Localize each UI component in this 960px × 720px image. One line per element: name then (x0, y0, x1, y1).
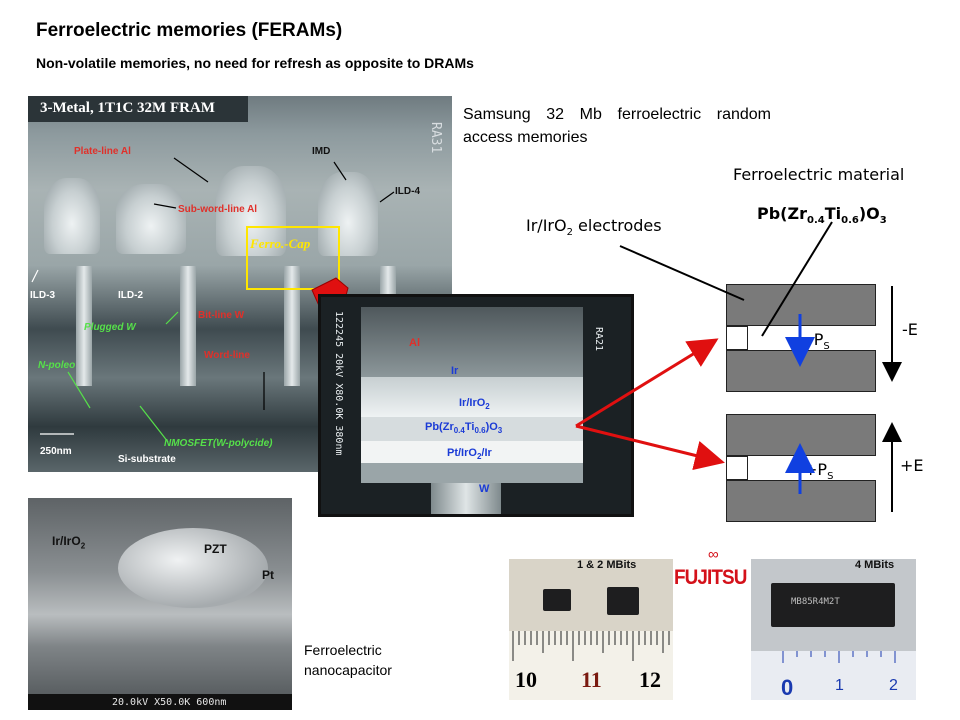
n-poleo-label: N-poleo (38, 360, 76, 371)
nano-info-bar (28, 694, 292, 710)
ruler-label-10: 10 (515, 667, 537, 692)
neg-polarization-label: -PS (808, 330, 830, 353)
bottom-electrode-upper (726, 414, 876, 456)
top-ferro-layer (726, 326, 748, 350)
ild2-label: ILD-2 (118, 290, 143, 301)
electrodes-label: Ir/IrO2 electrodes (526, 216, 662, 239)
plate-line-label: Plate-line Al (74, 146, 131, 157)
word-line-label: Word-line (204, 350, 250, 361)
ferro-capacitor-zoom-image: 122245 20kV X80.0K 380nm RA21 Al Ir Ir/I… (318, 294, 634, 517)
cap-structure (318, 172, 378, 256)
al-label: Al (409, 337, 420, 349)
si-substrate-label: Si-substrate (118, 454, 176, 465)
ferroelectric-material-label: Ferroelectric material (733, 165, 905, 184)
micrograph-banner (28, 96, 248, 122)
micrograph-side-code: RA31 (428, 122, 443, 154)
ruler-label-2: 2 (889, 677, 898, 694)
cap-structure (216, 166, 286, 256)
plug-pillar (76, 266, 92, 386)
ferro-cap-box (246, 226, 340, 290)
cap-structure (116, 184, 186, 254)
al-layer (361, 307, 583, 377)
ir-iro2-label: Ir/IrO2 (459, 397, 490, 412)
micrograph-banner-text: 3-Metal, 1T1C 32M FRAM (40, 100, 215, 116)
ild3-label: ILD-3 (30, 290, 55, 301)
page-title: Ferroelectric memories (FERAMs) (36, 20, 343, 41)
fram-cross-section-image: 3-Metal, 1T1C 32M FRAM RA31 Ferro.-Cap P… (28, 96, 452, 472)
ruler-right (751, 651, 916, 700)
bottom-ferro-layer (726, 456, 748, 480)
nanocapacitor-image: Ir/IrO2 PZT Pt 20.0kV X50.0K 600nm (28, 498, 292, 710)
pzt-label: Pb(Zr0.4Ti0.6)O3 (425, 421, 503, 436)
top-electrode-upper (726, 284, 876, 326)
nano-pzt-label: PZT (204, 542, 227, 556)
chip-right-caption: 4 MBits (855, 559, 895, 571)
top-electrode-lower (726, 350, 876, 392)
nano-info-text: 20.0kV X50.0K 600nm (112, 697, 227, 708)
nano-pt-label: Pt (262, 568, 274, 582)
ruler-label-1: 1 (835, 677, 844, 694)
plug-pillar (180, 266, 196, 386)
scale-label: 250nm (40, 446, 72, 457)
pos-field-label: +E (900, 456, 924, 475)
w-plug (431, 483, 501, 514)
cap-structure (44, 178, 100, 254)
nmosfet-label: NMOSFET(W-polycide) (164, 438, 273, 449)
micrograph-pointer-arrows (31, 157, 395, 443)
pzt-formula: Pb(Zr0.4Ti0.6)O3 (757, 204, 887, 227)
ruler-label-11: 11 (581, 667, 602, 692)
ir-layer (361, 377, 583, 417)
sub-word-line-label: Sub-word-line Al (178, 204, 258, 215)
chip-markings: MB85R4M2T (791, 597, 840, 607)
bit-line-label: Bit-line W (198, 310, 245, 321)
chip-package (607, 587, 639, 615)
ild4-label: ILD-4 (395, 186, 420, 197)
ruler-label-0: 0 (781, 675, 794, 700)
plugged-w-label: Plugged W (84, 322, 136, 333)
nanocapacitor-caption: Ferroelectric nanocapacitor (304, 642, 392, 678)
chip-package (771, 583, 895, 627)
chip-left-caption: 1 & 2 MBits (577, 559, 637, 571)
chip-photo-small: 1 & 2 MBits 10 11 12 (509, 559, 673, 700)
pzt-layer (361, 441, 583, 463)
samsung-caption: Samsung 32 Mb ferroelectric random acces… (463, 106, 771, 146)
chip-photo-large: 4 MBits MB85R4M2T 0 1 2 (751, 559, 916, 700)
ruler-label-12: 12 (639, 667, 661, 692)
ir-label: Ir (451, 365, 459, 377)
pos-polarization-label: +PS (804, 460, 834, 483)
pt-label: Pt/IrO2/Ir (447, 447, 492, 462)
ir-iro2-layer (361, 417, 583, 441)
pt-layer (361, 463, 583, 483)
zoom-corner-code: RA21 (593, 327, 604, 352)
nano-ir-iro2-label: Ir/IrO2 (52, 534, 86, 551)
chip-package (543, 589, 571, 611)
w-label: W (479, 483, 490, 495)
page-subtitle: Non-volatile memories, no need for refre… (36, 55, 474, 71)
neg-field-label: -E (902, 320, 918, 339)
ferro-cap-label: Ferro.-Cap (250, 236, 311, 251)
plug-pillar (284, 266, 300, 386)
imd-label: IMD (312, 146, 331, 157)
ruler-ticks-left (512, 631, 670, 661)
bottom-electrode-lower (726, 480, 876, 522)
fujitsu-logo: FUJITSU (674, 566, 747, 589)
fujitsu-infinity-icon: ∞ (708, 546, 719, 563)
ruler-ticks-right (782, 651, 896, 663)
zoom-side-text: 122245 20kV X80.0K 380nm (333, 311, 344, 456)
nanocap-top (118, 528, 268, 608)
